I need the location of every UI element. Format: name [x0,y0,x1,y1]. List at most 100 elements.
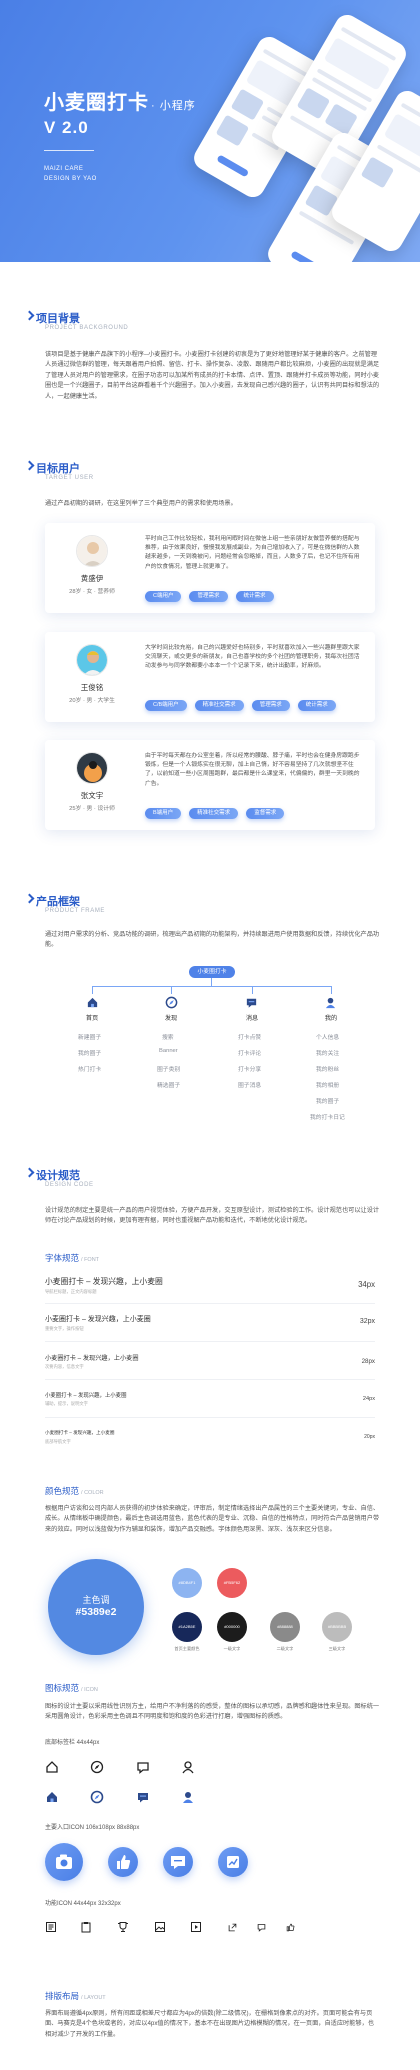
section-title-background: 项目背景 [36,310,80,326]
hero-version: V 2.0 [44,118,89,137]
tag: 管理需求 [189,591,228,602]
user-description: 平时自己工作比较轻松，我利用闲暇时间在微信上组一些亲朋好友做营养餐的搭配与推荐，… [145,536,360,570]
divider [44,150,94,151]
icon-spec-title: 图标规范/ ICON [45,1683,98,1693]
icon-intro: 图标的设计主要以采用线性识别方主，给用户不净利落的的感受，整体的图标以承切感，品… [45,1703,380,1721]
section-title-framework: 产品框架 [36,893,80,909]
framework-item: 个人信息 [316,1035,340,1041]
font-spec-row: 小麦圈打卡 – 发现兴趣，上小麦圈 导航栏标题，正文内容标题 34px [45,1272,375,1304]
connector-line [92,986,93,994]
video-icon [191,1922,201,1932]
user-name: 黄盛伊 [80,574,104,583]
user-info: 20岁 · 男 · 大学生 [69,698,115,704]
framework-item: 打卡评论 [238,1051,262,1057]
function-icon-label: 功能ICON 44x44px 32x32px [45,1901,121,1907]
framework-item: 圈子类别 [157,1067,181,1073]
color-swatch: #000000 [217,1612,247,1642]
tag: 精准社交需求 [194,700,244,711]
like-icon [286,1923,295,1932]
camera-icon [45,1843,83,1881]
tag-list: C/B端用户 精准社交需求 管理需求 统计需求 [145,700,336,711]
connector-line [211,978,212,986]
font-usage-note: 重要文字，操作按钮 [45,1326,84,1331]
thumbs-up-icon [108,1847,138,1877]
framework-item: 打卡分享 [238,1067,262,1073]
color-swatch: #888888 [270,1612,300,1642]
tab-icon-label: 底部标签栏 44x44px [45,1740,100,1746]
connector-line [331,986,332,994]
section-subtitle-framework: PRODUCT FRAME [45,908,106,914]
framework-item: Banner [159,1048,178,1054]
tag: C/B端用户 [145,700,187,711]
message-icon [246,998,257,1008]
layout-spec-title: 排版布局/ LAYOUT [45,1991,106,2001]
user-description: 由于平时每天都在办公室坐着，所以经常的腰酸、脖子痛，平时也会在健身房跟跑步锻炼，… [145,753,360,787]
font-size-value: 24px [362,1396,375,1402]
message-icon [138,1793,148,1803]
hero-meta: MAIZI CARE DESIGN BY YAO [44,166,97,182]
font-spec-row: 小麦圈打卡 – 发现兴趣，上小麦圈 辅助，提示，说明文字 24px [45,1386,375,1418]
tag: 管理需求 [251,700,290,711]
font-sample: 小麦圈打卡 – 发现兴趣，上小麦圈 [45,1277,163,1286]
framework-root-node: 小麦圈打卡 [189,966,235,978]
font-sample: 小麦圈打卡 – 发现兴趣，上小麦圈 [45,1430,115,1435]
color-swatch: #BBBBBB [322,1612,352,1642]
tag: 统计需求 [235,591,274,602]
image-icon [155,1922,165,1932]
list-icon [46,1922,56,1932]
color-spec-title: 颜色规范/ COLOR [45,1486,104,1496]
swatch-label: 三级文字 [328,1646,346,1651]
framework-column-title: 发现 [164,1015,178,1022]
framework-item: 我的圈子 [78,1051,102,1057]
font-usage-note: 次要内容，信息文字 [45,1364,84,1369]
font-spec-row: 小麦圈打卡 – 发现兴趣，上小麦圈 次要内容，信息文字 28px [45,1348,375,1380]
tag-list: B端用户 精准社交需求 监督需求 [145,808,285,819]
section-subtitle-users: TARGET USER [45,475,94,481]
user-description: 大学时间比较充裕，自己的兴趣爱好也特别多，平时就喜欢加入一些兴趣群里跟大家交流聊… [145,645,360,670]
avatar [76,535,108,567]
chart-icon [218,1847,248,1877]
font-sample: 小麦圈打卡 – 发现兴趣，上小麦圈 [45,1393,127,1399]
font-size-value: 34px [358,1280,375,1289]
framework-column-title: 消息 [245,1015,259,1022]
framework-intro: 通过对用户需求的分析、竞品功能的调研，梳理出产品初期的功能架构，并持续跟进用户使… [45,931,380,949]
section-title-users: 目标用户 [36,460,80,476]
background-text: 该项目是基于健康产品旗下的小程序--小麦圈打卡。小麦圈打卡创建的初衷是为了更好地… [45,351,380,400]
framework-item: 我的粉丝 [316,1067,340,1073]
layout-text: 界面布局遵循4px原则，所有间距或相差尺寸都应为4px的倍数(除二级情况)，在栅… [45,2010,374,2038]
framework-item: 精选圈子 [157,1083,181,1089]
color-intro: 根据用户访谈和公司内部人员获得的初步体验来确定，评审后，制定情绪选择出产品属性的… [45,1505,380,1533]
users-intro: 通过产品初期的调研，在这里列举了三个典型用户的需求和使用场景。 [45,500,237,507]
font-usage-note: 底部导航文字 [45,1439,71,1444]
font-sample: 小麦圈打卡 – 发现兴趣，上小麦圈 [45,1355,139,1362]
tag-list: C端用户 管理需求 统计需求 [145,591,274,602]
font-size-value: 32px [359,1318,375,1325]
framework-item: 新建圈子 [78,1035,102,1041]
framework-item: 我的相册 [316,1083,340,1089]
compass-icon [90,1790,104,1804]
user-icon [182,1761,194,1774]
tag: 精准社交需求 [189,808,239,819]
tag: C端用户 [145,591,182,602]
framework-item: 我的关注 [316,1051,340,1057]
framework-item: 圈子消息 [238,1083,262,1089]
font-usage-note: 辅助，提示，说明文字 [45,1401,88,1406]
trophy-icon [118,1922,128,1932]
share-icon [228,1923,237,1932]
entry-icon-label: 主要入口ICON 106x108px 88x88px [45,1825,140,1831]
user-info: 25岁 · 男 · 设计师 [69,806,115,812]
hero-banner: 小麦圈打卡· 小程序 V 2.0 MAIZI CARE DESIGN BY YA… [0,0,420,262]
font-usage-note: 导航栏标题，正文内容标题 [45,1289,97,1294]
avatar [76,644,108,676]
clipboard-icon [81,1922,91,1933]
connector-line [171,986,172,994]
framework-item: 热门打卡 [78,1067,102,1073]
chat-bubble-icon [163,1847,193,1877]
tag: 统计需求 [297,700,336,711]
user-icon [325,997,336,1009]
font-size-value: 20px [364,1434,375,1440]
framework-item: 我的打卡日记 [310,1115,345,1121]
font-spec-row: 小麦圈打卡 – 发现兴趣，上小麦圈 底部导航文字 20px [45,1424,375,1456]
user-name: 王俊铭 [80,683,104,692]
color-swatch: #1A2B5E [172,1612,202,1642]
